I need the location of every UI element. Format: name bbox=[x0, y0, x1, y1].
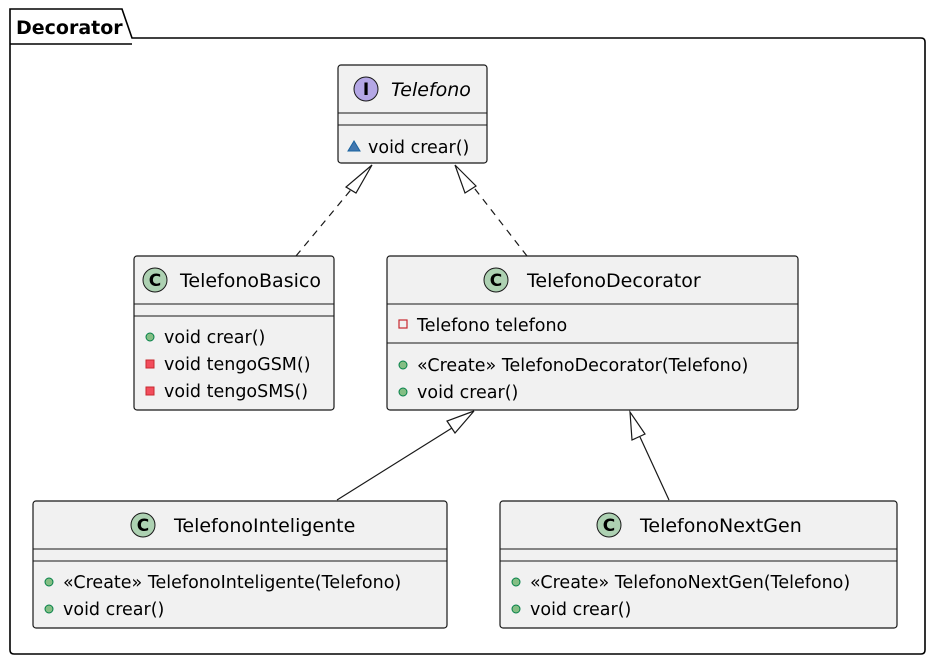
generalization-arrowhead bbox=[446, 410, 475, 434]
interface-badge-icon bbox=[353, 76, 379, 102]
badge-letter: I bbox=[363, 80, 369, 100]
class-name: TelefonoDecorator bbox=[526, 270, 701, 292]
class-name: TelefonoBasico bbox=[179, 270, 321, 292]
relation-decorator-realizes-telefono bbox=[467, 179, 528, 257]
class-box bbox=[386, 255, 799, 411]
generalization-arrowhead bbox=[629, 409, 646, 441]
badge-letter: C bbox=[149, 271, 161, 291]
relation-inteligente-extends-decorator bbox=[336, 427, 453, 501]
method-text: void crear() bbox=[63, 600, 164, 620]
public-visibility-icon bbox=[398, 387, 408, 397]
package-title: Decorator bbox=[16, 17, 123, 39]
method-text: void crear() bbox=[417, 383, 518, 403]
method-text: void crear() bbox=[530, 600, 631, 620]
class-badge-icon bbox=[130, 512, 156, 538]
package-visibility-icon bbox=[347, 140, 361, 152]
private-visibility-icon bbox=[145, 386, 155, 396]
relations bbox=[295, 164, 670, 501]
relation-nextgen-extends-decorator bbox=[639, 436, 670, 501]
private-field-icon bbox=[398, 319, 408, 329]
class-name: TelefonoNextGen bbox=[639, 515, 802, 537]
badge-letter: C bbox=[490, 271, 502, 291]
class-telefono-inteligente[interactable]: C TelefonoInteligente «Create» TelefonoI… bbox=[32, 500, 448, 629]
class-badge-icon bbox=[142, 267, 168, 293]
badge-letter: C bbox=[137, 516, 149, 536]
class-telefono-decorator[interactable]: C TelefonoDecorator Telefono telefono «C… bbox=[386, 255, 799, 411]
realization-arrowhead bbox=[454, 164, 477, 194]
badge-letter: C bbox=[603, 516, 615, 536]
class-telefono-next-gen[interactable]: C TelefonoNextGen «Create» TelefonoNextG… bbox=[499, 500, 898, 629]
public-visibility-icon bbox=[44, 577, 54, 587]
public-visibility-icon bbox=[511, 604, 521, 614]
method-text: void tengoGSM() bbox=[164, 355, 311, 375]
field-text: Telefono telefono bbox=[416, 316, 567, 336]
class-badge-icon bbox=[483, 267, 509, 293]
method-text: void crear() bbox=[164, 328, 265, 348]
public-visibility-icon bbox=[145, 332, 155, 342]
private-visibility-icon bbox=[145, 359, 155, 369]
class-name: Telefono bbox=[391, 79, 471, 101]
class-badge-icon bbox=[596, 512, 622, 538]
class-telefono-basico[interactable]: C TelefonoBasico void crear() void tengo… bbox=[133, 255, 335, 411]
relation-basico-realizes-telefono bbox=[295, 179, 360, 257]
method-text: void crear() bbox=[368, 138, 469, 158]
method-text: «Create» TelefonoDecorator(Telefono) bbox=[417, 356, 748, 376]
method-text: void tengoSMS() bbox=[164, 382, 308, 402]
class-box bbox=[133, 255, 335, 411]
public-visibility-icon bbox=[511, 577, 521, 587]
realization-arrowhead bbox=[344, 164, 373, 194]
interface-telefono[interactable]: I Telefono void crear() bbox=[337, 64, 488, 164]
method-text: «Create» TelefonoInteligente(Telefono) bbox=[63, 573, 401, 593]
method-text: «Create» TelefonoNextGen(Telefono) bbox=[530, 573, 850, 593]
class-name: TelefonoInteligente bbox=[173, 515, 355, 537]
public-visibility-icon bbox=[44, 604, 54, 614]
public-visibility-icon bbox=[398, 360, 408, 370]
